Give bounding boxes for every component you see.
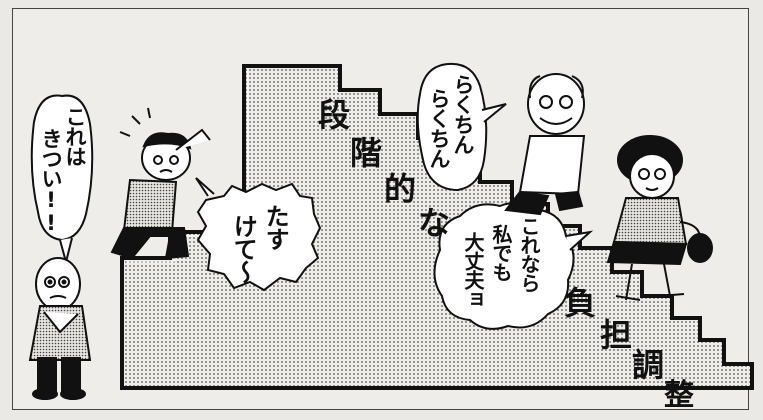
subtitle-char-3: 調 bbox=[632, 346, 665, 384]
subtitle-char-4: 整 bbox=[664, 378, 694, 413]
bald-man-character bbox=[28, 257, 92, 400]
climbing-man-character bbox=[110, 107, 211, 260]
bubble-text-kitsui-col2: きつい!! bbox=[39, 128, 64, 234]
speech-bubble-rakuchin bbox=[416, 62, 488, 192]
bubble-tail bbox=[195, 177, 215, 197]
bubble-text-rakuchin-col1: らくちん bbox=[451, 74, 476, 154]
speech-bubble-daijoubu bbox=[433, 201, 575, 330]
title-char-2: 階 bbox=[350, 134, 383, 172]
subtitle-char-2: 担 bbox=[600, 316, 633, 354]
bubble-text-daijoubu-col1: これなら bbox=[517, 216, 541, 292]
woman-character bbox=[606, 135, 713, 301]
bubble-text-daijoubu-col2: 私でも bbox=[489, 224, 513, 281]
speech-bubble-kitsui bbox=[30, 94, 94, 242]
speech-bubble-tasukete bbox=[196, 182, 322, 292]
bubble-tail bbox=[481, 103, 507, 123]
title-char-4: な bbox=[418, 204, 451, 242]
bubble-text-rakuchin-col2: らくちん bbox=[427, 88, 452, 168]
bubble-text-tasukete-col1: たす bbox=[261, 204, 290, 250]
bubble-tail bbox=[565, 230, 594, 251]
older-man-character bbox=[504, 73, 586, 216]
bubble-text-kitsui-col1: これは bbox=[63, 106, 88, 166]
bubble-text-daijoubu-col3: 大丈夫ョ bbox=[461, 232, 485, 308]
title-char-3: 的 bbox=[384, 170, 417, 208]
bubble-text-tasukete-col2: けて〜 bbox=[229, 214, 258, 283]
subtitle-char-1: 負 bbox=[564, 284, 597, 322]
title-char-1: 段 bbox=[318, 96, 351, 134]
